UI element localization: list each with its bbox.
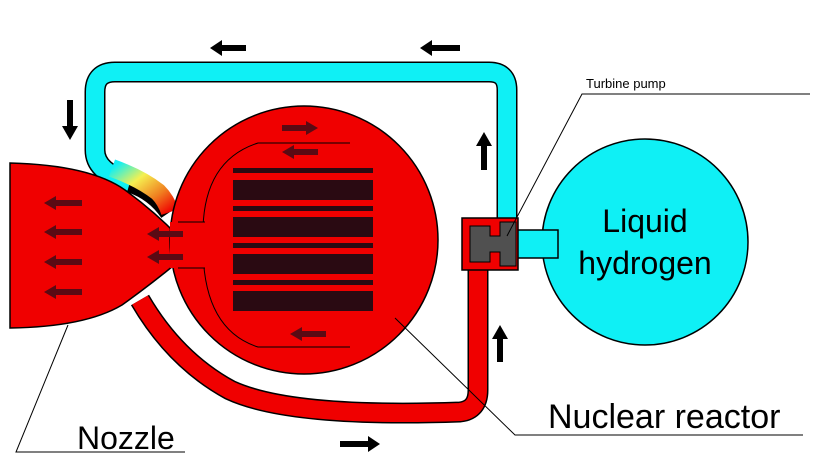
- liquid-hydrogen-label-line1: Liquid: [602, 203, 688, 239]
- reactor-inner-channel: [202, 142, 350, 348]
- arrow-icon: [476, 132, 492, 170]
- cold-hydrogen-pipe-fill: [86, 63, 516, 222]
- arrow-icon: [44, 121, 326, 341]
- arrow-icon: [492, 325, 508, 362]
- nuclear-reactor-label: Nuclear reactor: [548, 398, 781, 436]
- fuel-elements: [233, 168, 373, 311]
- arrow-icon: [210, 40, 246, 56]
- turbine-pump-label: Turbine pump: [586, 76, 666, 91]
- hot-pipe-fill: [132, 262, 487, 423]
- reactor-leader-line: [394, 317, 803, 436]
- reactor-throat: [170, 222, 210, 268]
- pump-leader-line: [506, 93, 810, 237]
- arrow-icon: [340, 436, 380, 452]
- nozzle-leader-line: [15, 324, 185, 453]
- nozzle-label: Nozzle: [77, 420, 175, 456]
- arrow-icon: [62, 100, 78, 140]
- hydrogen-tank: [541, 138, 749, 346]
- arrow-icon: [420, 40, 460, 56]
- turbine-pump-body: [469, 221, 517, 267]
- heated-pipe-section: [108, 159, 179, 216]
- liquid-hydrogen-label-line2: hydrogen: [578, 245, 712, 281]
